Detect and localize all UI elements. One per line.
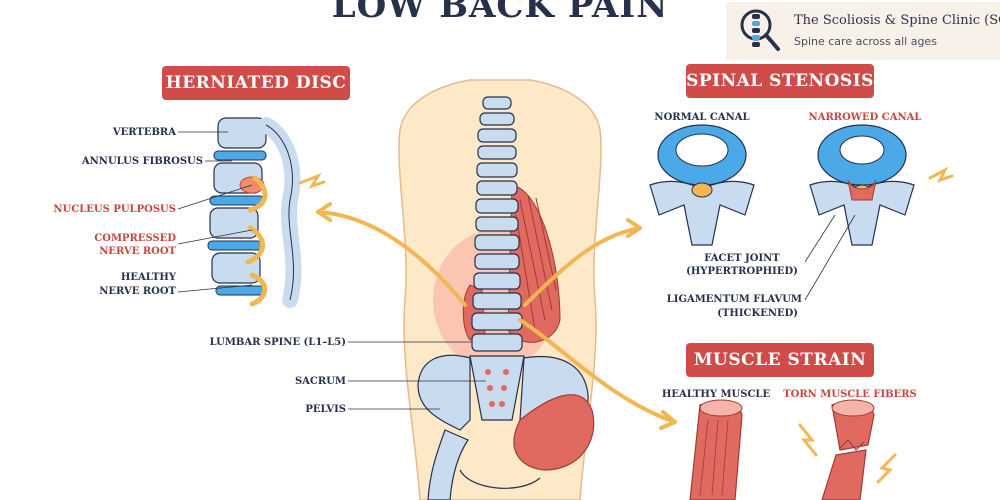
muscle-strain-badge: MUSCLE STRAIN: [686, 343, 874, 377]
label-narrowed-canal: NARROWED CANAL: [808, 112, 922, 123]
label-annulus-fibrosus: ANNULUS FIBROSUS: [81, 156, 203, 167]
label-compressed-nerve-root: NERVE ROOT: [99, 246, 176, 257]
torn-muscle-illustration: [798, 399, 897, 500]
label-ligamentum-thickened: (THICKENED): [717, 308, 798, 319]
stenosis-leader-lines: [804, 214, 856, 301]
label-vertebra: VERTEBRA: [112, 127, 176, 138]
label-torn-muscle-fibers: TORN MUSCLE FIBERS: [783, 389, 917, 400]
clinic-name: The Scoliosis & Spine Clinic (SG): [794, 13, 1000, 28]
label-facet-joint: FACET JOINT: [704, 253, 780, 264]
herniated-disc-badge: HERNIATED DISC: [162, 66, 350, 100]
page-title: LOW BACK PAIN: [331, 0, 669, 26]
narrowed-canal-illustration: [809, 124, 954, 246]
label-sacrum: SACRUM: [294, 376, 346, 387]
connector-arrows: [316, 202, 677, 430]
herniated-leader-lines: [177, 131, 486, 410]
clinic-banner: The Scoliosis & Spine Clinic (SG) Spine …: [726, 2, 1000, 60]
label-healthy-nerve-root: NERVE ROOT: [99, 286, 176, 297]
label-compressed: COMPRESSED: [94, 233, 176, 244]
label-facet-hypertrophied: (HYPERTROPHIED): [686, 266, 798, 277]
label-nucleus-pulposus: NUCLEUS PULPOSUS: [53, 204, 176, 215]
spine-illustration: [469, 96, 525, 421]
label-ligamentum-flavum: LIGAMENTUM FLAVUM: [666, 294, 802, 305]
normal-canal-illustration: [649, 124, 755, 246]
label-pelvis: PELVIS: [305, 404, 346, 415]
herniated-disc-illustration: [207, 117, 326, 308]
sacrum-bone: [469, 355, 525, 421]
label-normal-canal: NORMAL CANAL: [654, 112, 750, 123]
spine-magnifier-logo-icon: [740, 9, 780, 51]
label-healthy-muscle: HEALTHY MUSCLE: [661, 389, 771, 400]
healthy-muscle-illustration: [689, 399, 743, 500]
pelvis-illustration: [417, 354, 595, 500]
clinic-tagline: Spine care across all ages: [794, 35, 937, 48]
label-healthy: HEALTHY: [120, 272, 176, 283]
glute-muscle: [513, 394, 595, 471]
label-lumbar-spine: LUMBAR SPINE (L1–L5): [209, 337, 346, 348]
spinal-stenosis-badge: SPINAL STENOSIS: [686, 64, 874, 98]
